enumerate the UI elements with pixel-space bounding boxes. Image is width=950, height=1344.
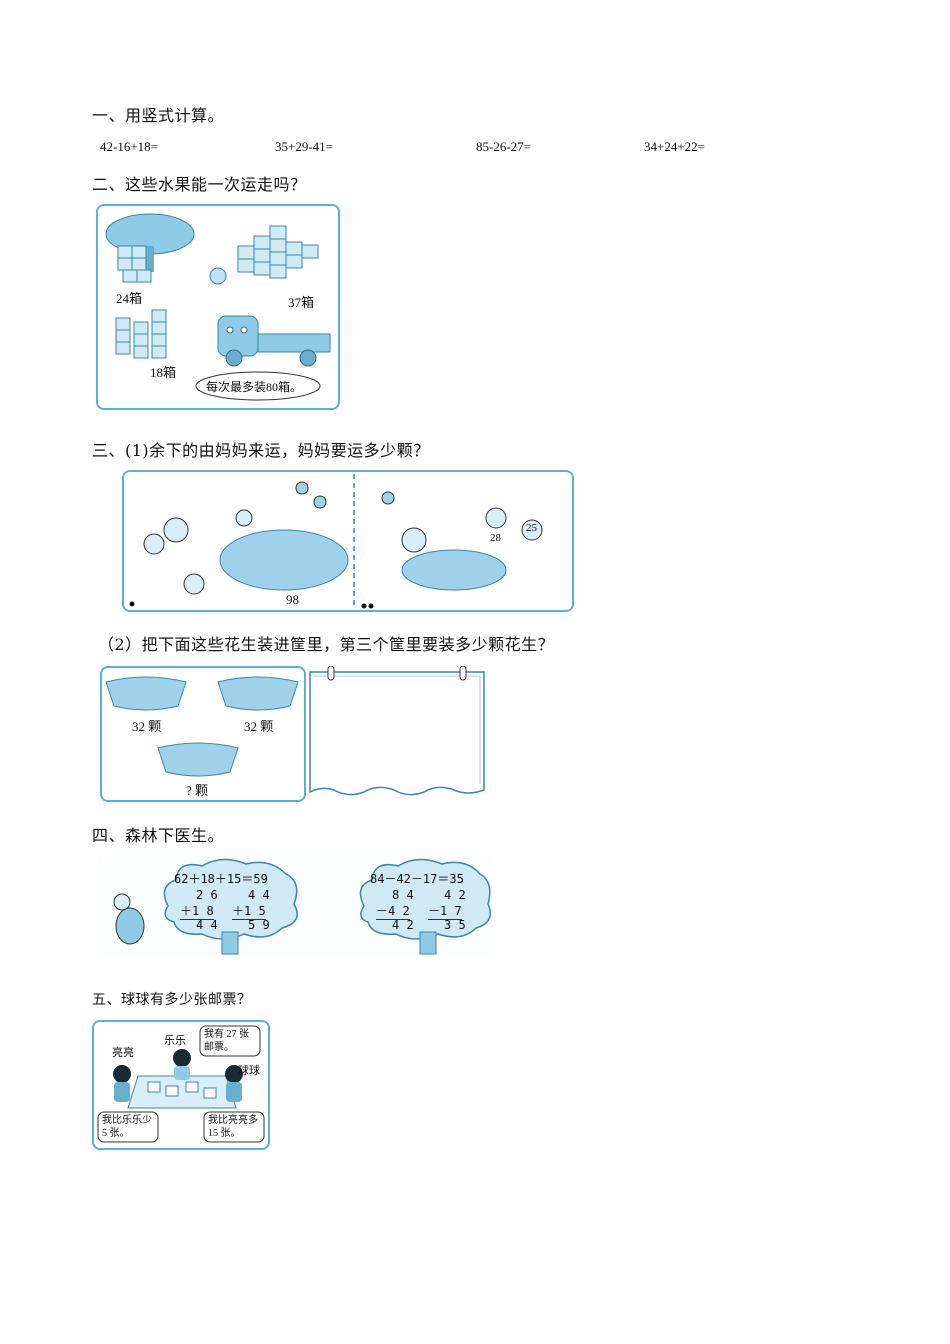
truck-capacity-bubble: 每次最多装80箱。 [206,380,303,394]
q1-item-2: 35+29-41= [275,139,333,154]
basket-2-count: 32 颗 [244,719,274,734]
basket-3-count: ? 颗 [186,783,209,798]
bubble-lele: 我有 27 张邮票。 [204,1029,249,1053]
bubble-qiuqiu: 我比亮亮多 15 张。 [208,1115,258,1139]
q1-item-1: 42-16+18= [100,139,158,154]
q1-item-3: 85-26-27= [476,139,531,154]
tree-1-equation: 62＋18＋15＝59 [174,872,268,886]
baskets-illustration: 32 颗 32 颗 ? 颗 [100,666,306,802]
q2-illustration: 24箱 37箱 18箱 每次最多装80箱。 [96,204,340,410]
label-18-boxes: 18箱 [150,365,177,380]
tree-1-r3-b: 5 9 [248,918,270,932]
tree-1-r1-b: 4 4 [248,888,270,902]
label-37-boxes: 37箱 [288,295,315,310]
q3-title: 三、(1)余下的由妈妈来运，妈妈要运多少颗？ [92,441,430,460]
tree-2-equation: 84－42－17＝35 [370,872,464,886]
tree-1-r2-b: ＋1 5 [232,904,266,920]
name-qiuqiu: 球球 [238,1065,260,1077]
q3-illustration: 98 28 25 [122,470,574,612]
tree-2-r3-b: 3 5 [444,918,466,932]
tree-2-r2-a: －4 2 [376,904,410,920]
tree-2-r1-a: 8 4 [392,888,414,902]
q4-title: 四、森林下医生。 [92,826,225,845]
name-lele: 乐乐 [164,1035,186,1047]
label-24-boxes: 24箱 [116,291,143,306]
q5-title: 五、球球有多少张邮票？ [92,992,252,1008]
tree-2-r3-a: 4 2 [392,918,414,932]
q5-illustration: 亮亮 乐乐 球球 我有 27 张邮票。 我比乐乐少 5 张。 我比亮亮多 15 … [92,1020,270,1150]
peanut-pile-total: 98 [286,592,299,607]
tree-2-r1-b: 4 2 [444,888,466,902]
answer-note-paper [308,666,486,800]
peanut-baskets [105,676,299,777]
q2-title: 二、这些水果能一次运走吗？ [92,175,307,194]
q3-sub-title: （2）把下面这些花生装进筐里，第三个筐里要装多少颗花生？ [98,635,555,654]
tree-1-r2-a: ＋1 8 [180,904,214,920]
q1-title: 一、用竖式计算。 [92,106,225,125]
basket-1-count: 32 颗 [132,719,162,734]
q4-illustration: 62＋18＋15＝59 2 6 4 4 ＋1 8 ＋1 5 4 4 5 9 84… [98,856,492,956]
bubble-liangliang: 我比乐乐少 5 张。 [102,1115,152,1139]
mouse-sack-25: 25 [526,522,537,534]
mice-peanuts-scene [129,474,543,609]
tree-1-r1-a: 2 6 [196,888,218,902]
mouse-sack-28: 28 [490,532,501,544]
fruit-boxes-scene [105,213,331,401]
q1-item-4: 34+24+22= [644,139,705,154]
tree-1-r3-a: 4 4 [196,918,218,932]
name-liangliang: 亮亮 [112,1047,134,1059]
kids-stamps-scene [97,1025,265,1143]
tree-2-r2-b: －1 7 [428,904,462,920]
